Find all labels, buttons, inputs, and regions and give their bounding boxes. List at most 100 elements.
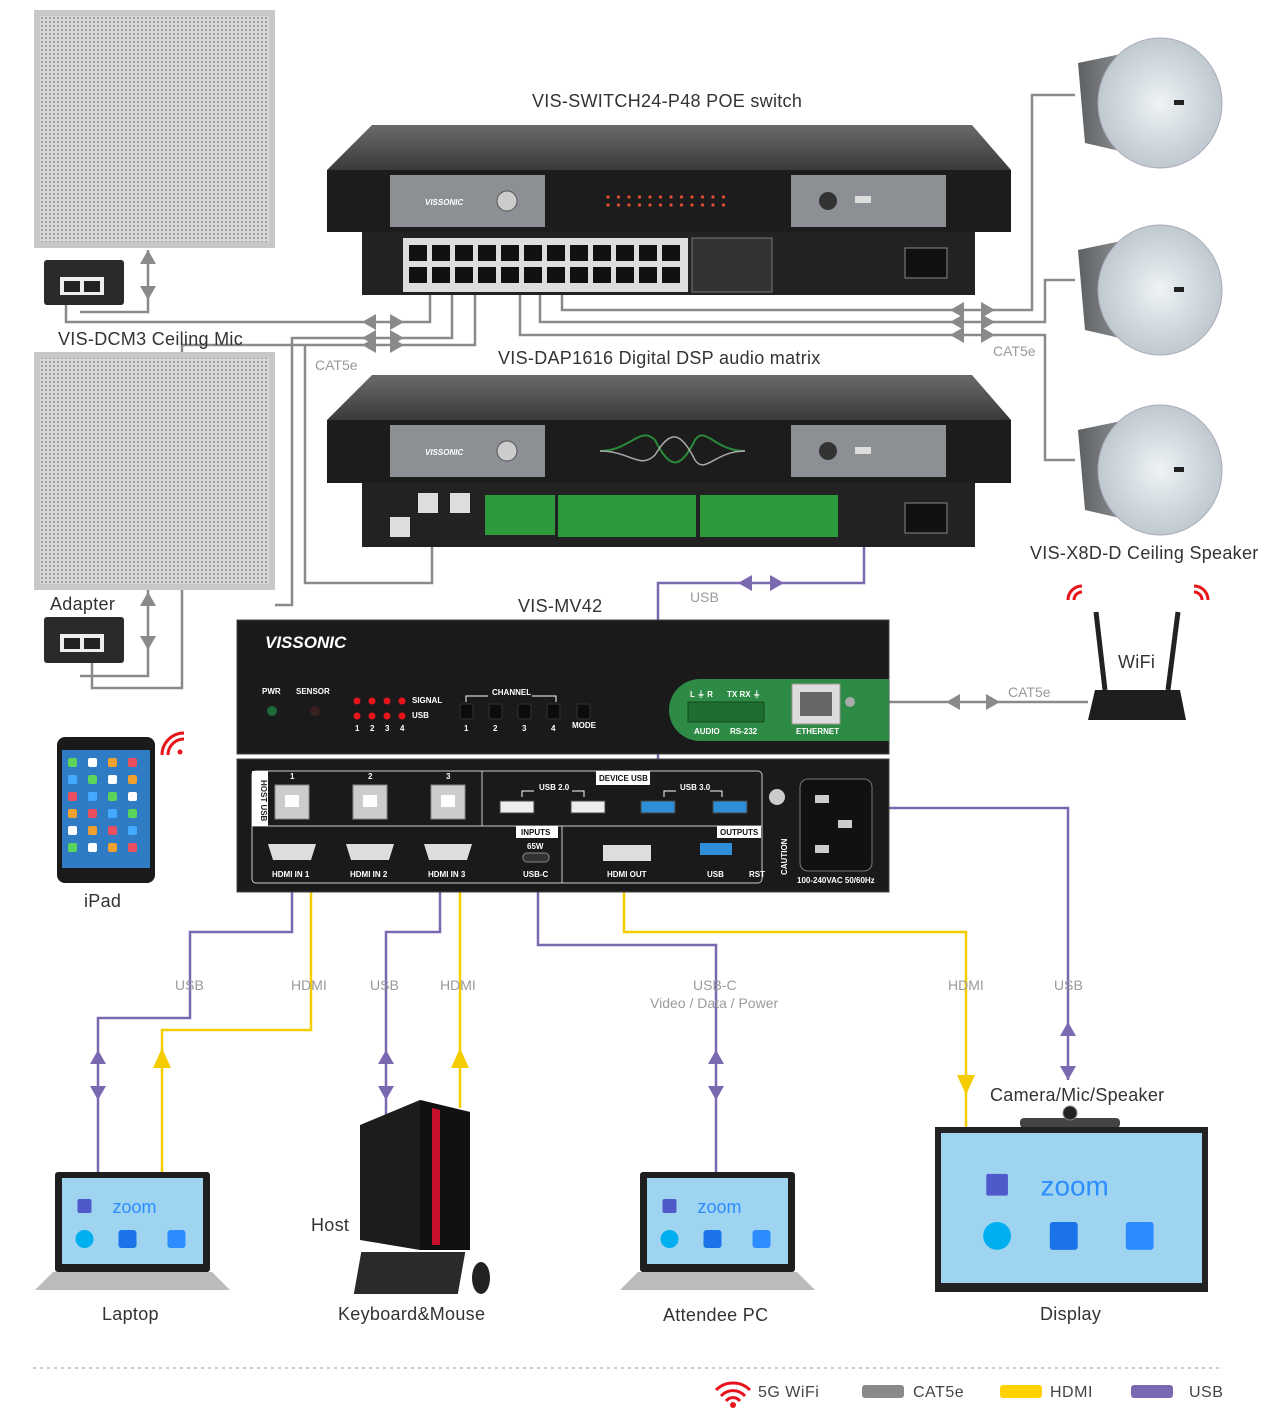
wifi-signal-icon-right bbox=[1193, 584, 1210, 601]
channel-button[interactable] bbox=[517, 703, 532, 720]
skype-icon bbox=[75, 1230, 94, 1248]
poe-switch: VISSONIC bbox=[327, 125, 1011, 295]
app-icon bbox=[88, 758, 97, 767]
rj45-port bbox=[662, 267, 680, 283]
usb-b-slot bbox=[441, 795, 455, 807]
dsp-title: VIS-DAP1616 Digital DSP audio matrix bbox=[498, 348, 821, 368]
mv42-brand-logo: VISSONIC bbox=[265, 633, 347, 652]
rj45-port bbox=[432, 245, 450, 261]
screen bbox=[647, 1178, 788, 1264]
cable-label-usbc-sub: Video / Data / Power bbox=[650, 995, 778, 1011]
wifi-signal-icon-ipad bbox=[160, 731, 185, 756]
meeting-icon bbox=[1049, 1221, 1078, 1250]
channel-button[interactable] bbox=[459, 703, 474, 720]
channel-number: 4 bbox=[551, 724, 556, 733]
teams-icon bbox=[77, 1199, 92, 1213]
legend-cat5e: CAT5e bbox=[862, 1384, 964, 1401]
screen bbox=[941, 1133, 1202, 1283]
ipad-label: iPad bbox=[84, 891, 121, 911]
signal-led bbox=[383, 697, 391, 705]
ir-sensor bbox=[310, 706, 320, 716]
port-led bbox=[711, 195, 715, 199]
rj45-port bbox=[455, 267, 473, 283]
cable-label-cat5e-right: CAT5e bbox=[993, 343, 1036, 359]
usb-out-label: USB bbox=[707, 870, 724, 879]
laptop: zoom bbox=[35, 1172, 230, 1290]
attendee-pc: zoom bbox=[620, 1172, 815, 1290]
cable-label-usb-camera: USB bbox=[1054, 977, 1083, 993]
ceiling-speaker bbox=[1078, 37, 1223, 169]
usb-out-port bbox=[700, 843, 732, 855]
zoom-logo: zoom bbox=[113, 1197, 157, 1217]
mic-label: VIS-DCM3 Ceiling Mic bbox=[58, 329, 243, 349]
port-led bbox=[627, 195, 631, 199]
dsp-audio-matrix: VISSONIC bbox=[327, 375, 1011, 547]
rj45-port bbox=[593, 245, 611, 261]
usb-led bbox=[398, 712, 406, 720]
svg-text:HDMI: HDMI bbox=[1050, 1384, 1093, 1401]
channel-button[interactable] bbox=[488, 703, 503, 720]
port-led bbox=[669, 195, 673, 199]
poe-adapter-1 bbox=[44, 260, 124, 305]
app-icon bbox=[128, 826, 137, 835]
cable-labels: CAT5e CAT5e CAT5e USB USB HDMI USB HDMI … bbox=[175, 343, 1083, 1011]
hdmi-out-port bbox=[603, 845, 651, 861]
usb-led-label: USB bbox=[412, 711, 429, 720]
app-icon bbox=[128, 843, 137, 852]
cable-label-usbc: USB-C bbox=[693, 977, 737, 993]
usb3-port bbox=[640, 800, 676, 814]
usb30-label: USB 3.0 bbox=[680, 783, 711, 792]
usb3-port bbox=[712, 800, 748, 814]
usb-led bbox=[353, 712, 361, 720]
teams-icon bbox=[662, 1199, 677, 1213]
hdmi-out-label: HDMI OUT bbox=[607, 870, 647, 879]
svg-text:CAT5e: CAT5e bbox=[913, 1384, 964, 1401]
skype-icon bbox=[660, 1230, 679, 1248]
host-number: 2 bbox=[368, 772, 373, 781]
share-icon bbox=[1125, 1221, 1154, 1250]
app-icon bbox=[88, 826, 97, 835]
speaker-logo bbox=[1174, 467, 1184, 472]
app-icon bbox=[108, 792, 117, 801]
teams-icon bbox=[986, 1173, 1008, 1196]
svg-text:USB: USB bbox=[1189, 1384, 1223, 1401]
signal-led bbox=[353, 697, 361, 705]
usb-led bbox=[383, 712, 391, 720]
host-label: Host bbox=[311, 1215, 349, 1235]
display-label: Display bbox=[1040, 1304, 1101, 1324]
rj45-port bbox=[662, 245, 680, 261]
mode-button[interactable] bbox=[576, 703, 591, 720]
rst-label: RST bbox=[749, 870, 765, 879]
watt-label: 65W bbox=[527, 842, 544, 851]
power-led bbox=[267, 706, 277, 716]
rj45-port bbox=[501, 245, 519, 261]
cable-label-usb-dsp: USB bbox=[690, 589, 719, 605]
rj45-port bbox=[501, 267, 519, 283]
rj45-port bbox=[593, 267, 611, 283]
sensor-label: SENSOR bbox=[296, 687, 330, 696]
zoom-logo: zoom bbox=[698, 1197, 742, 1217]
cable-label-cat5e-left: CAT5e bbox=[315, 357, 358, 373]
rj45-port bbox=[478, 267, 496, 283]
speaker-label: VIS-X8D-D Ceiling Speaker bbox=[1030, 543, 1259, 563]
port-led bbox=[616, 195, 621, 199]
signal-label: SIGNAL bbox=[412, 696, 442, 705]
speaker-logo bbox=[1174, 287, 1184, 292]
channel-button[interactable] bbox=[546, 703, 561, 720]
port-led bbox=[690, 203, 694, 207]
hdmi-cables bbox=[160, 880, 968, 1172]
rj45-port bbox=[455, 245, 473, 261]
rj45-port bbox=[409, 267, 427, 283]
port-led bbox=[616, 203, 621, 207]
camera-label: Camera/Mic/Speaker bbox=[990, 1085, 1164, 1105]
power-inlet bbox=[799, 778, 873, 872]
app-icon bbox=[108, 758, 117, 767]
rj45-port bbox=[616, 267, 634, 283]
camera-mic-speaker bbox=[1020, 1105, 1120, 1128]
bracket bbox=[521, 790, 723, 797]
inputs-label: INPUTS bbox=[521, 828, 551, 837]
channel-number: 2 bbox=[493, 724, 498, 733]
cable-label-cat5e-wifi: CAT5e bbox=[1008, 684, 1051, 700]
app-icon bbox=[68, 775, 77, 784]
